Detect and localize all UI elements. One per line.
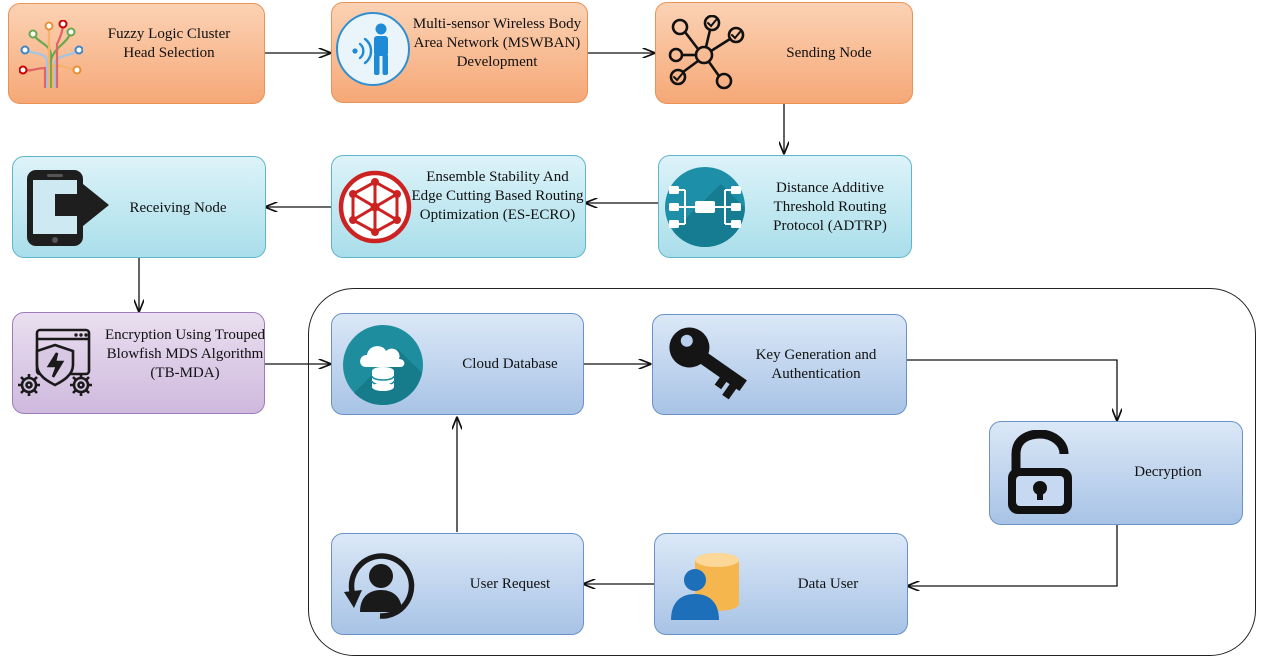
unlocked-padlock-icon	[1008, 430, 1072, 514]
key-icon	[669, 327, 747, 400]
node-label: Sending Node	[786, 45, 872, 61]
node-label: Distance Additive Threshold Routing Prot…	[773, 180, 887, 234]
node-receiving: Receiving Node	[12, 156, 266, 258]
arrow-decryption-to-datauser	[908, 525, 1118, 586]
node-sending: Sending Node	[655, 2, 913, 104]
node-adtrp: Distance Additive Threshold Routing Prot…	[658, 155, 912, 258]
node-data-user: Data User	[654, 533, 908, 635]
node-encryption: Encryption Using Trouped Blowfish MDS Al…	[12, 312, 265, 414]
network-nodes-icon	[668, 15, 745, 90]
node-label: Encryption Using Trouped Blowfish MDS Al…	[105, 327, 266, 381]
node-label: Receiving Node	[129, 200, 227, 216]
node-label: User Request	[469, 576, 551, 592]
node-label: Multi-sensor Wireless Body Area Network …	[412, 16, 582, 70]
node-decryption: Decryption	[989, 421, 1243, 525]
node-mswban: Multi-sensor Wireless Body Area Network …	[331, 2, 588, 103]
node-label: Ensemble Stability And Edge Cutting Base…	[411, 169, 584, 223]
user-database-icon	[671, 553, 739, 620]
cloud-process-group	[308, 288, 1256, 656]
circuit-tree-icon	[19, 20, 83, 88]
node-cloud-database: Cloud Database	[331, 313, 584, 415]
node-key-generation: Key Generation and Authentication	[652, 314, 907, 415]
node-fuzzy-logic: Fuzzy Logic Cluster Head Selection	[8, 3, 265, 104]
node-esecro: Ensemble Stability And Edge Cutting Base…	[331, 155, 586, 258]
cloud-database-icon	[343, 325, 423, 406]
tablet-exit-icon	[27, 170, 109, 246]
body-sensor-icon	[336, 12, 410, 86]
network-hexagon-icon	[338, 170, 412, 244]
user-refresh-icon	[344, 553, 415, 619]
hierarchy-icon	[665, 167, 745, 247]
node-label: Key Generation and Authentication	[755, 347, 877, 382]
node-label: Fuzzy Logic Cluster Head Selection	[107, 26, 231, 61]
shield-gears-icon	[18, 328, 92, 396]
node-label: Cloud Database	[462, 356, 558, 372]
node-label: Decryption	[1134, 464, 1202, 480]
node-label: Data User	[797, 576, 859, 592]
arrow-keygen-to-decryption	[907, 359, 1117, 420]
node-user-request: User Request	[331, 533, 584, 635]
